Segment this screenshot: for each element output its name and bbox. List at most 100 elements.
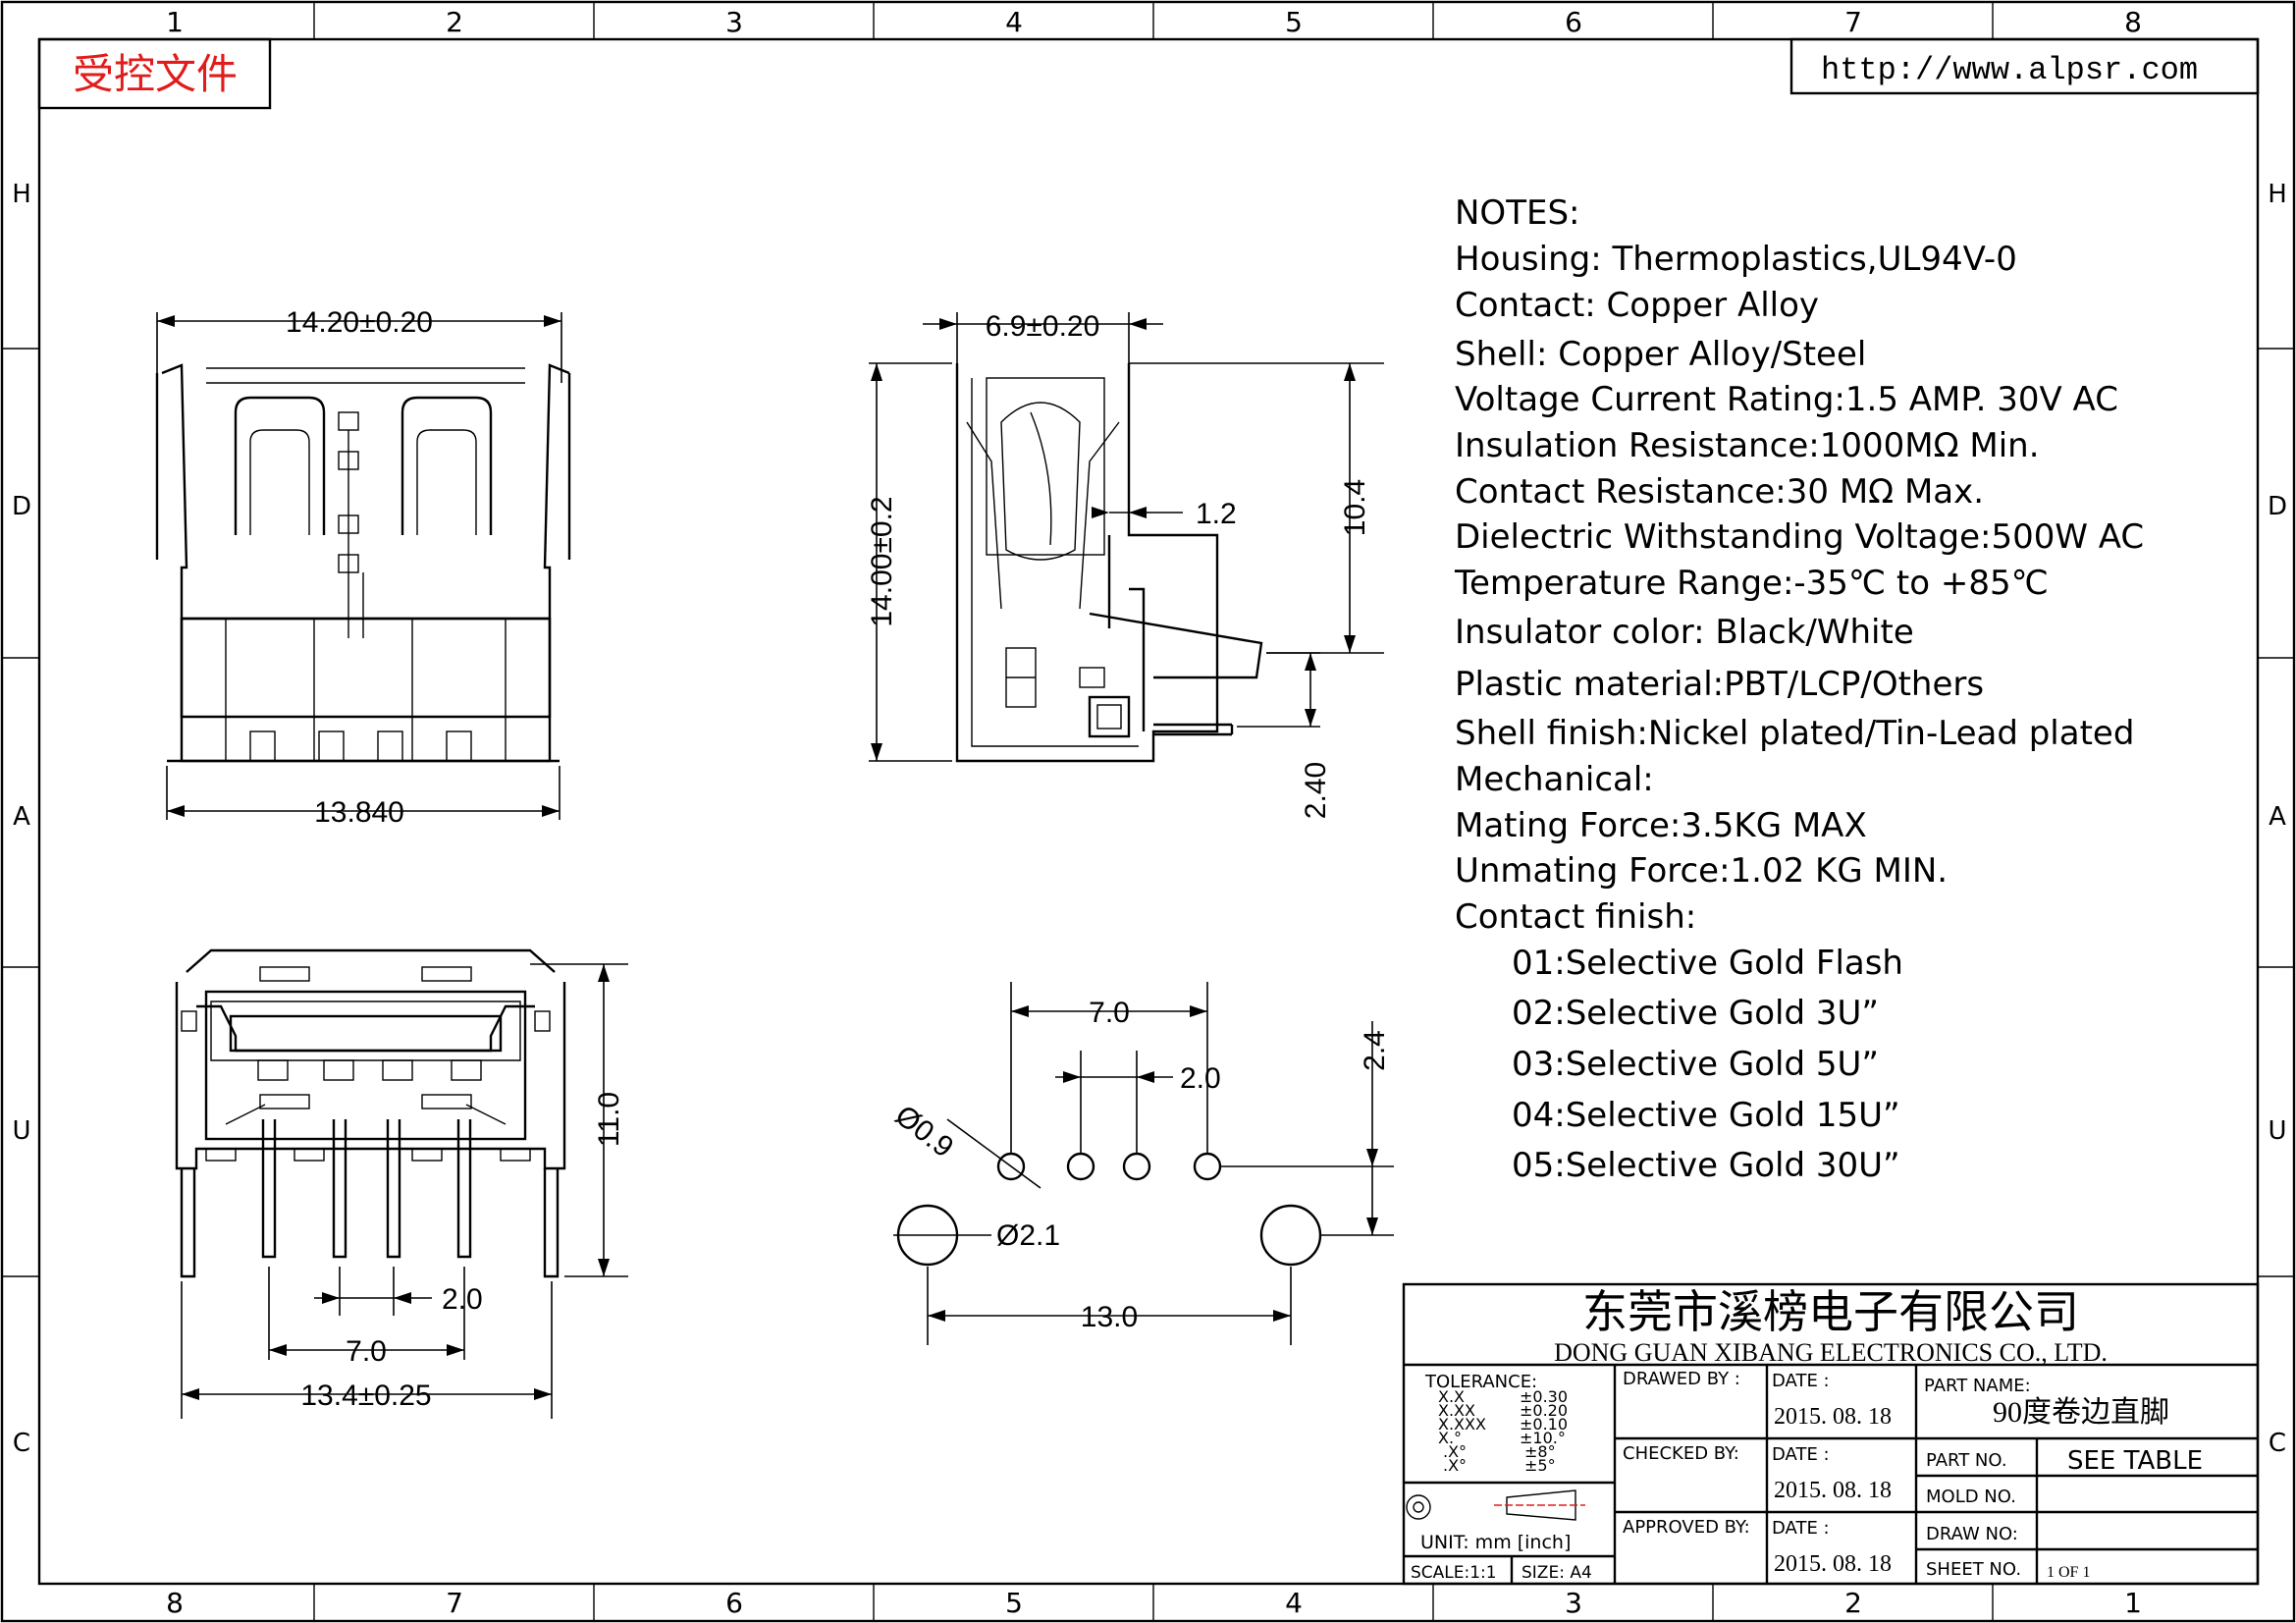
part-no-value: SEE TABLE bbox=[2067, 1446, 2203, 1476]
tolerance-key: .X° bbox=[1443, 1456, 1467, 1475]
date-value: 2015. 08. 18 bbox=[1774, 1551, 1892, 1577]
pcb-layout: 7.0 2.0 2.4 Ø0.9 Ø2.1 13.0 bbox=[889, 982, 1394, 1345]
note-line: Temperature Range:-35℃ to +85℃ bbox=[1454, 564, 2049, 603]
dim-side-height: 14.00±0.2 bbox=[866, 496, 898, 626]
col-label: 6 bbox=[1565, 6, 1582, 38]
note-line: Contact finish: bbox=[1455, 897, 1696, 937]
finish-item: 02:Selective Gold 3U” bbox=[1512, 994, 1879, 1033]
tolerance-key: X.XXX bbox=[1438, 1415, 1486, 1434]
sheet-no-value: 1 OF 1 bbox=[2047, 1564, 2090, 1581]
dim-front-span: 7.0 bbox=[346, 1335, 387, 1368]
pcb-hole-large bbox=[1259, 1204, 1322, 1267]
note-line: Plastic material:PBT/LCP/Others bbox=[1455, 665, 1984, 704]
finish-item: 03:Selective Gold 5U” bbox=[1512, 1045, 1879, 1084]
mold-no-label: MOLD NO. bbox=[1926, 1487, 2016, 1507]
date-value: 2015. 08. 18 bbox=[1774, 1404, 1892, 1430]
pcb-hole-small bbox=[1122, 1152, 1151, 1181]
dim-front-height: 11.0 bbox=[593, 1092, 625, 1147]
finish-item: 01:Selective Gold Flash bbox=[1512, 944, 1903, 983]
tolerance-value: ±0.20 bbox=[1520, 1401, 1568, 1420]
dim-side-pin: 2.40 bbox=[1300, 762, 1332, 819]
checked-by-label: CHECKED BY: bbox=[1623, 1443, 1739, 1464]
col-label: 5 bbox=[1005, 1587, 1023, 1619]
dim-pcb-total: 13.0 bbox=[1081, 1301, 1138, 1333]
col-label: 7 bbox=[446, 1587, 463, 1619]
note-line: Shell: Copper Alloy/Steel bbox=[1455, 335, 1866, 374]
dim-pcb-span: 7.0 bbox=[1089, 997, 1130, 1029]
projection-circle-icon bbox=[1406, 1494, 1431, 1520]
note-line: Insulation Resistance:1000MΩ Min. bbox=[1455, 426, 2040, 465]
dim-side-tab: 1.2 bbox=[1196, 498, 1237, 530]
tolerance-value: ±5° bbox=[1524, 1456, 1556, 1475]
notes-heading: NOTES: bbox=[1455, 193, 1579, 233]
dim-top-width: 14.20±0.20 bbox=[286, 306, 433, 339]
col-label: 3 bbox=[725, 6, 743, 38]
col-label: 6 bbox=[725, 1587, 743, 1619]
col-label: 8 bbox=[166, 1587, 184, 1619]
dim-pcb-row: 2.4 bbox=[1359, 1030, 1391, 1071]
projection-cone-icon bbox=[1506, 1489, 1576, 1521]
tolerance-key: X.° bbox=[1438, 1429, 1462, 1447]
inner-frame bbox=[37, 37, 2260, 1586]
part-no-label: PART NO. bbox=[1926, 1450, 2007, 1471]
row-label: H bbox=[12, 180, 31, 209]
tolerance-value: ±0.30 bbox=[1520, 1387, 1568, 1406]
notes-block: NOTES: Housing: Thermoplastics,UL94V-0 C… bbox=[1454, 193, 2144, 1185]
date-label: DATE : bbox=[1772, 1518, 1830, 1539]
row-label: H bbox=[2268, 180, 2287, 209]
note-line: Mating Force:3.5KG MAX bbox=[1455, 806, 1867, 845]
row-label: C bbox=[2269, 1429, 2286, 1458]
row-labels-right: H D A U C bbox=[2268, 180, 2287, 1458]
tolerance-value: ±8° bbox=[1524, 1442, 1556, 1461]
size-label: SIZE: A4 bbox=[1522, 1563, 1592, 1583]
tolerance-key: .X° bbox=[1443, 1442, 1467, 1461]
row-label: D bbox=[2268, 492, 2287, 521]
row-label: A bbox=[2269, 802, 2286, 832]
col-label: 4 bbox=[1005, 6, 1023, 38]
col-label: 8 bbox=[2124, 6, 2142, 38]
row-label: C bbox=[13, 1429, 30, 1458]
row-label: U bbox=[12, 1116, 30, 1146]
url-box: http://www.alpsr.com bbox=[1789, 37, 2260, 95]
note-line: Housing: Thermoplastics,UL94V-0 bbox=[1455, 240, 2017, 279]
dim-bottom-width: 13.840 bbox=[314, 796, 404, 829]
date-label: DATE : bbox=[1772, 1371, 1830, 1391]
title-block: 东莞市溪榜电子有限公司 DONG GUAN XIBANG ELECTRONICS… bbox=[1402, 1282, 2260, 1586]
note-line: Shell finish:Nickel plated/Tin-Lead plat… bbox=[1455, 714, 2134, 753]
note-line: Unmating Force:1.02 KG MIN. bbox=[1455, 851, 1948, 891]
col-label: 1 bbox=[166, 6, 184, 38]
company-name-en: DONG GUAN XIBANG ELECTRONICS CO., LTD. bbox=[1554, 1338, 2108, 1367]
dim-pcb-pitch: 2.0 bbox=[1180, 1062, 1221, 1095]
projection-circle-inner-icon bbox=[1413, 1501, 1424, 1513]
col-label: 4 bbox=[1285, 1587, 1303, 1619]
col-label: 5 bbox=[1285, 6, 1303, 38]
pcb-hole-small bbox=[1193, 1152, 1222, 1181]
note-line: Contact: Copper Alloy bbox=[1455, 286, 1819, 325]
col-label: 2 bbox=[1844, 1587, 1862, 1619]
column-labels-top: 1 2 3 4 5 6 7 8 bbox=[166, 6, 2142, 38]
date-label: DATE : bbox=[1772, 1444, 1830, 1465]
stamp-text: 受控文件 bbox=[73, 50, 238, 98]
dim-pcb-big-hole: Ø2.1 bbox=[996, 1219, 1060, 1252]
front-view: 11.0 2.0 7.0 13.4±0.25 bbox=[175, 948, 628, 1419]
draw-no-label: DRAW NO: bbox=[1926, 1524, 2018, 1544]
pcb-hole-small bbox=[1066, 1152, 1095, 1181]
tolerance-key: X.X bbox=[1438, 1387, 1465, 1406]
approved-by-label: APPROVED BY: bbox=[1623, 1517, 1750, 1538]
dim-side-upper: 10.4 bbox=[1339, 479, 1371, 536]
note-line: Dielectric Withstanding Voltage:500W AC bbox=[1455, 517, 2144, 557]
col-label: 3 bbox=[1565, 1587, 1582, 1619]
side-view: 6.9±0.20 14.00±0.2 10.4 bbox=[866, 310, 1384, 819]
dim-front-total: 13.4±0.25 bbox=[300, 1380, 431, 1412]
row-label: D bbox=[12, 492, 31, 521]
date-value: 2015. 08. 18 bbox=[1774, 1478, 1892, 1503]
tolerance-label: TOLERANCE: bbox=[1424, 1372, 1537, 1392]
note-line: Insulator color: Black/White bbox=[1455, 613, 1914, 652]
note-line: Voltage Current Rating:1.5 AMP. 30V AC bbox=[1455, 380, 2118, 419]
col-label: 7 bbox=[1844, 6, 1862, 38]
row-label: A bbox=[13, 802, 30, 832]
part-name-value: 90度卷边直脚 bbox=[1993, 1396, 2169, 1429]
top-view: 14.20±0.20 13.840 bbox=[155, 306, 571, 829]
url-text[interactable]: http://www.alpsr.com bbox=[1821, 52, 2198, 88]
